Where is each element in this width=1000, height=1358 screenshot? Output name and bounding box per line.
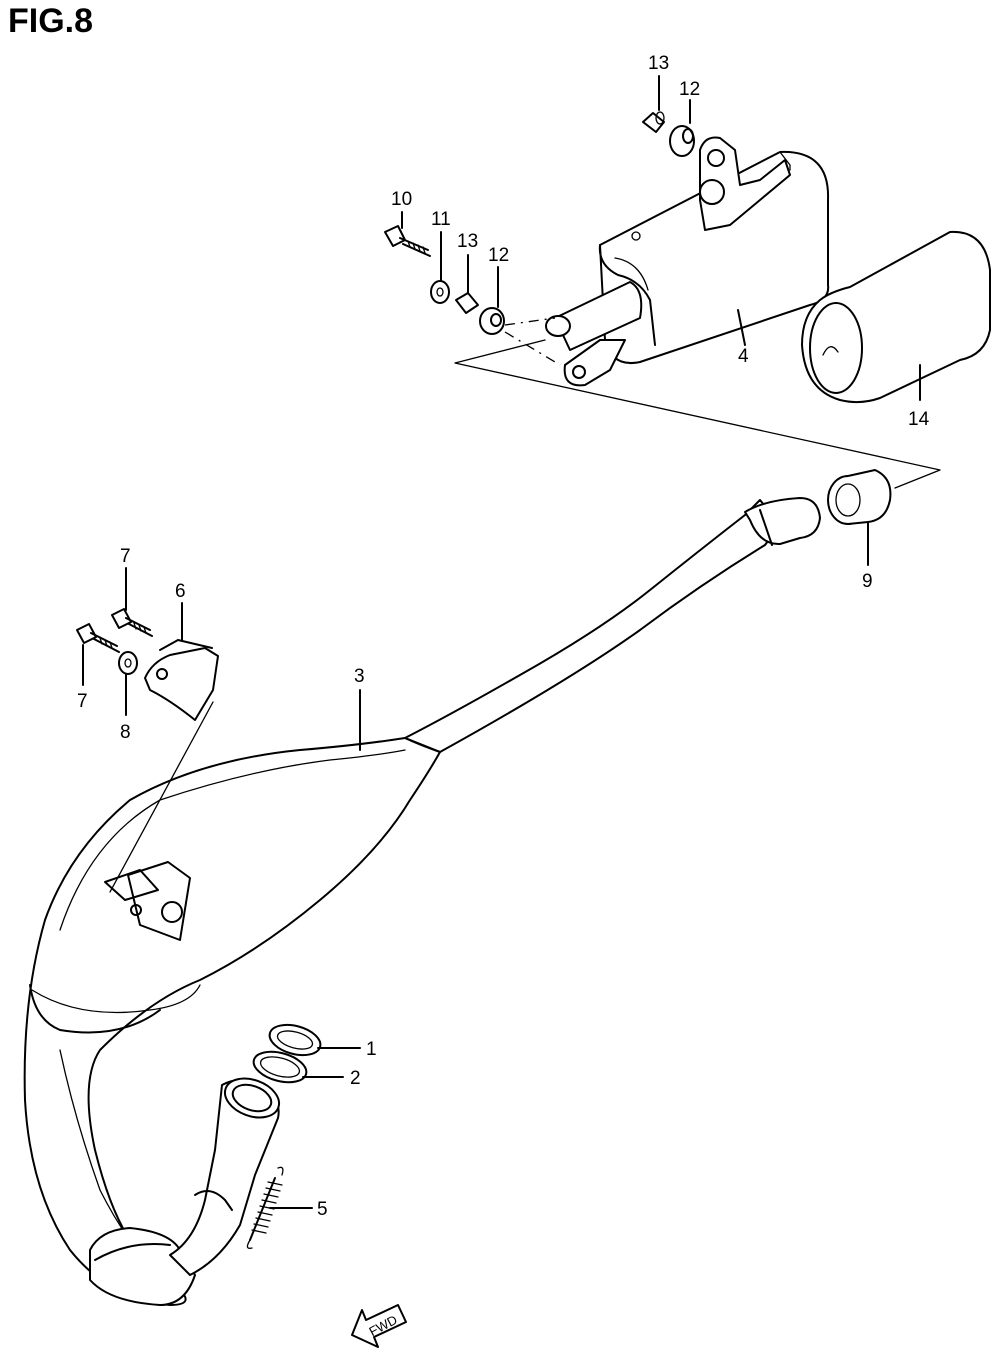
joint-part-9[interactable] <box>827 469 892 566</box>
bolt-part-7-lower[interactable] <box>76 623 120 686</box>
callout-3: 3 <box>354 666 365 687</box>
collar-part-13-lower[interactable] <box>455 254 479 314</box>
callout-5: 5 <box>317 1199 328 1220</box>
callout-13-upper: 13 <box>648 53 669 74</box>
callout-7-upper: 7 <box>120 546 131 567</box>
fwd-arrow: FWD <box>351 1304 407 1348</box>
spring-part-5[interactable] <box>246 1166 313 1249</box>
callout-9: 9 <box>862 571 873 592</box>
bracket-part-6[interactable] <box>109 602 219 893</box>
washer-part-8[interactable] <box>118 651 138 716</box>
washer-part-11[interactable] <box>430 231 450 304</box>
callout-1: 1 <box>366 1039 377 1060</box>
fwd-label: FWD <box>366 1312 399 1339</box>
callout-10: 10 <box>391 189 412 210</box>
gasket-part-1[interactable] <box>266 1020 361 1061</box>
callout-13-lower: 13 <box>457 231 478 252</box>
grommet-part-12-upper[interactable] <box>669 99 695 157</box>
packing-part-14[interactable] <box>801 230 991 404</box>
exhaust-pipe-part-3[interactable] <box>23 497 821 1306</box>
callout-2: 2 <box>350 1068 361 1089</box>
callout-12-lower: 12 <box>488 245 509 266</box>
bolt-part-10[interactable] <box>384 211 431 257</box>
callout-8: 8 <box>120 722 131 743</box>
callout-14: 14 <box>908 409 930 430</box>
gasket-part-2[interactable] <box>250 1046 344 1087</box>
callout-12-upper: 12 <box>679 79 700 100</box>
callout-11: 11 <box>431 209 451 230</box>
bolt-part-7-upper[interactable] <box>111 567 153 637</box>
silencer-part-4[interactable] <box>545 136 830 387</box>
callout-4: 4 <box>738 346 749 367</box>
grommet-part-12-lower[interactable] <box>479 266 561 366</box>
callout-7-lower: 7 <box>77 691 88 712</box>
header-pipe[interactable] <box>169 1072 284 1276</box>
assembly-guide-line <box>454 339 941 489</box>
callout-6: 6 <box>175 581 186 602</box>
figure-title: FIG.8 <box>8 2 94 40</box>
collar-part-13-upper[interactable] <box>642 75 665 133</box>
